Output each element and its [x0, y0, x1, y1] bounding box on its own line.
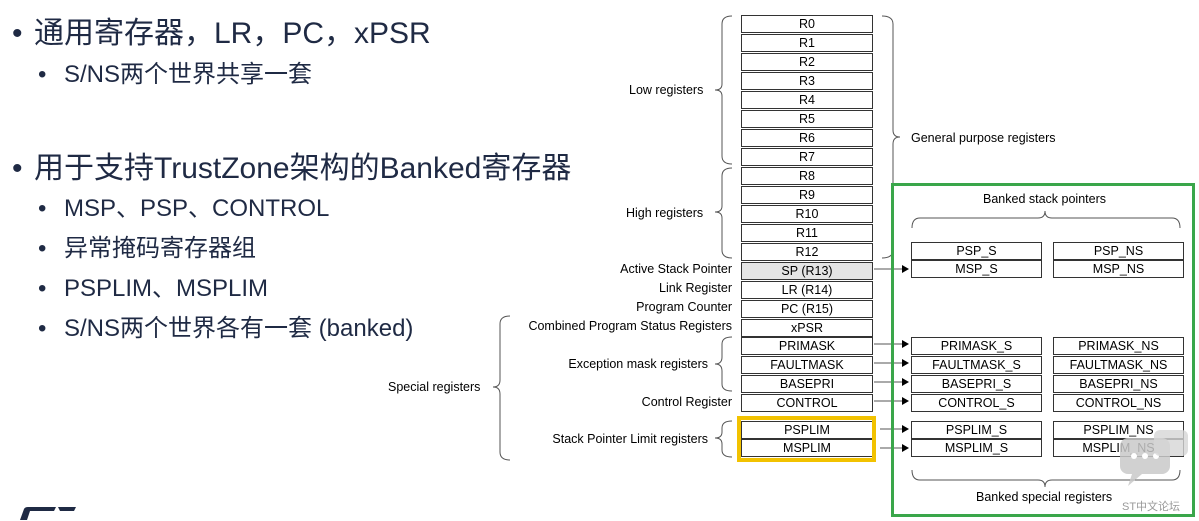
label-link-register: Link Register [659, 281, 732, 295]
st-logo-icon [20, 507, 76, 520]
label-active-stack-pointer: Active Stack Pointer [620, 262, 732, 276]
banked-faultmask-s: FAULTMASK_S [911, 356, 1042, 374]
banked-psp-s: PSP_S [911, 242, 1042, 260]
label-exception-mask: Exception mask registers [568, 357, 708, 371]
register-primask: PRIMASK [741, 337, 873, 355]
watermark-text: ST中文论坛 [1122, 501, 1181, 513]
banked-msp-ns: MSP_NS [1053, 260, 1184, 278]
label-combined-psr: Combined Program Status Registers [528, 319, 732, 333]
banked-psp-ns: PSP_NS [1053, 242, 1184, 260]
banked-msp-s: MSP_S [911, 260, 1042, 278]
forum-watermark: ST中文论坛 [1110, 424, 1194, 514]
register-r4: R4 [741, 91, 873, 109]
register-r7: R7 [741, 148, 873, 166]
register-pc: PC (R15) [741, 300, 873, 318]
banked-psplim-ns: PSPLIM_NS [1053, 421, 1184, 439]
label-high-registers: High registers [626, 206, 704, 220]
register-lr: LR (R14) [741, 281, 873, 299]
register-r9: R9 [741, 186, 873, 204]
register-basepri: BASEPRI [741, 375, 873, 393]
psplim-msplim-highlight [737, 416, 876, 462]
bullet-general-registers: •通用寄存器，LR，PC，xPSR [12, 17, 431, 50]
register-sp: SP (R13) [741, 262, 873, 280]
bullet-banked-registers: •用于支持TrustZone架构的Banked寄存器 [12, 152, 572, 185]
label-low-registers: Low registers [629, 83, 704, 97]
bullet-text: 通用寄存器，LR，PC，xPSR [34, 17, 431, 50]
label-special-registers: Special registers [388, 380, 481, 394]
register-r6: R6 [741, 129, 873, 147]
banked-psplim-s: PSPLIM_S [911, 421, 1042, 439]
sub-bullet-msp-psp: •MSP、PSP、CONTROL [38, 195, 330, 222]
label-stack-pointer-limit: Stack Pointer Limit registers [552, 432, 708, 446]
banked-basepri-s: BASEPRI_S [911, 375, 1042, 393]
label-banked-special-registers: Banked special registers [976, 490, 1113, 504]
register-msplim: MSPLIM [741, 439, 873, 457]
bullet-text: MSP、PSP、CONTROL [64, 195, 330, 222]
register-xpsr: xPSR [741, 319, 873, 337]
sub-bullet-banked: •S/NS两个世界各有一套 (banked) [38, 315, 414, 342]
register-r10: R10 [741, 205, 873, 223]
banked-primask-ns: PRIMASK_NS [1053, 337, 1184, 355]
label-general-purpose: General purpose registers [911, 131, 1056, 145]
sub-bullet-splim: •PSPLIM、MSPLIM [38, 275, 269, 302]
bullet-text: PSPLIM、MSPLIM [64, 275, 269, 302]
sub-bullet-shared: •S/NS两个世界共享一套 [38, 61, 313, 88]
banked-control-ns: CONTROL_NS [1053, 394, 1184, 412]
label-control-register: Control Register [641, 395, 732, 409]
register-r11: R11 [741, 224, 873, 242]
register-r8: R8 [741, 167, 873, 185]
register-r2: R2 [741, 53, 873, 71]
register-psplim: PSPLIM [741, 421, 873, 439]
register-r3: R3 [741, 72, 873, 90]
bullet-text: S/NS两个世界各有一套 (banked) [64, 315, 414, 342]
bullet-text: S/NS两个世界共享一套 [64, 61, 313, 88]
register-r12: R12 [741, 243, 873, 261]
register-faultmask: FAULTMASK [741, 356, 873, 374]
banked-faultmask-ns: FAULTMASK_NS [1053, 356, 1184, 374]
bullet-text: 用于支持TrustZone架构的Banked寄存器 [34, 152, 572, 185]
banked-msplim-s: MSPLIM_S [911, 439, 1042, 457]
bullet-text: 异常掩码寄存器组 [64, 235, 256, 262]
chat-bubble-icon [1120, 430, 1188, 486]
sub-bullet-exception-mask: •异常掩码寄存器组 [38, 235, 256, 262]
banked-basepri-ns: BASEPRI_NS [1053, 375, 1184, 393]
banked-primask-s: PRIMASK_S [911, 337, 1042, 355]
register-r0: R0 [741, 15, 873, 33]
banked-registers-box [891, 183, 1195, 517]
label-banked-stack-pointers: Banked stack pointers [983, 192, 1106, 206]
register-r1: R1 [741, 34, 873, 52]
register-control: CONTROL [741, 394, 873, 412]
label-program-counter: Program Counter [636, 300, 732, 314]
register-r5: R5 [741, 110, 873, 128]
banked-control-s: CONTROL_S [911, 394, 1042, 412]
